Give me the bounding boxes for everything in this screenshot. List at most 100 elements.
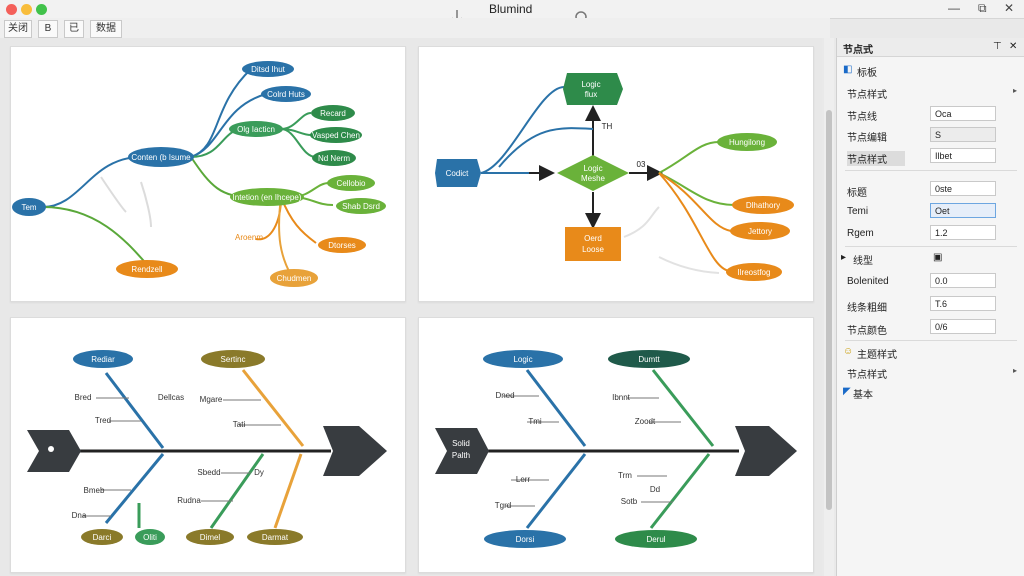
mm1-top-node-1: Ditsd Ihut bbox=[251, 65, 286, 74]
mm1-mid-child-3: Nd Nerm bbox=[318, 154, 350, 163]
section-icon: ◧ bbox=[843, 64, 853, 75]
close-window-button[interactable] bbox=[6, 4, 17, 15]
fb1-mid-label-6: Dy bbox=[254, 468, 264, 477]
fb1-bottom-mid: Oliti bbox=[143, 533, 157, 542]
mm2-right-top: Hungilong bbox=[729, 138, 765, 147]
tab-edit[interactable]: 已 bbox=[64, 20, 84, 38]
fb2-label-1: Dned bbox=[495, 391, 514, 400]
field-3[interactable]: S bbox=[930, 127, 996, 142]
expand-arrow-icon[interactable]: ▸ bbox=[1012, 366, 1017, 375]
zoom-window-button[interactable] bbox=[36, 4, 47, 15]
scrollbar-thumb[interactable] bbox=[826, 110, 832, 510]
pin-icon[interactable]: ⊤ bbox=[993, 41, 1002, 52]
fb1-mid-label-3: Tati bbox=[233, 420, 246, 429]
mm2-right-child-1: Dlhathory bbox=[746, 201, 780, 210]
fb2-r-label-5: Sotb bbox=[621, 497, 638, 506]
close-panel-icon[interactable]: ✕ bbox=[1009, 41, 1018, 52]
mm1-mid-child-1: Recard bbox=[320, 109, 346, 118]
mm2-bottom-line2: Loose bbox=[582, 245, 604, 254]
mm1-lower-left-label: Aroenm bbox=[235, 233, 263, 242]
field-9[interactable]: 0.0 bbox=[930, 273, 996, 288]
mm1-top-node-2: Colrd Huts bbox=[267, 90, 305, 99]
fb2-r-label-4: Dd bbox=[650, 485, 660, 494]
field-2[interactable]: Oca bbox=[930, 106, 996, 121]
mm1-mid-node: Olg Iacticn bbox=[237, 125, 275, 134]
canvas-area[interactable]: Tem Conten (b Isume Ditsd Ihut Colrd Hut… bbox=[0, 38, 822, 576]
line-style-icon[interactable]: ▣ bbox=[933, 252, 943, 263]
fb1-bottom-left: Darci bbox=[93, 533, 112, 542]
field-7[interactable]: 1.2 bbox=[930, 225, 996, 240]
tab-data[interactable]: 数据 bbox=[90, 20, 122, 38]
minimize-button[interactable]: — bbox=[948, 1, 960, 15]
separator bbox=[845, 246, 1017, 247]
properties-sidebar: 节点式 ⊤ ✕ ◧ 标板 节点样式 ▸ 节点线 Oca 节点编辑 S 节点样式 … bbox=[836, 38, 1024, 576]
basic-icon: ◤ bbox=[843, 386, 851, 397]
mm2-bottom-line1: Oerd bbox=[584, 234, 602, 243]
field-10[interactable]: T.6 bbox=[930, 296, 996, 311]
tab-b[interactable]: B bbox=[38, 20, 58, 38]
separator bbox=[845, 340, 1017, 341]
field-5[interactable]: 0ste bbox=[930, 181, 996, 196]
mm1-root-label: Tem bbox=[21, 203, 36, 212]
row-label-3: 节点编辑 bbox=[847, 133, 887, 144]
row-label-8: 线型 bbox=[853, 256, 873, 267]
separator bbox=[845, 170, 1017, 171]
fb1-label-3: Bmeb bbox=[84, 486, 105, 495]
fb2-label-3: Lerr bbox=[516, 475, 531, 484]
row-label-1: 节点样式 bbox=[847, 90, 887, 101]
fb1-label-4: Dna bbox=[72, 511, 87, 520]
fb2-bottom-left: Dorsi bbox=[516, 535, 535, 544]
fb2-top-left: Logic bbox=[513, 355, 532, 364]
row-label-2: 节点线 bbox=[847, 112, 877, 123]
fishbone-panel-2[interactable]: Solid Palth Logic Dumtt Dorsi Derul Dned… bbox=[418, 317, 814, 573]
fb2-head-line1: Solid bbox=[452, 439, 470, 448]
field-4[interactable]: Ilbet bbox=[930, 148, 996, 163]
row-label-5: 标题 bbox=[847, 188, 867, 199]
restore-button[interactable]: ⧉ bbox=[978, 1, 987, 15]
fb1-mid-label-5: Rudna bbox=[177, 496, 201, 505]
mm2-center-line1: Logic bbox=[583, 164, 602, 173]
fb2-label-4: Tgrd bbox=[495, 501, 511, 510]
collapse-arrow-icon[interactable]: ▸ bbox=[841, 252, 847, 263]
tab-bar: 关闭 B 已 数据 bbox=[0, 18, 830, 38]
mm2-right-child-3: Ilreostfog bbox=[738, 268, 771, 277]
fb1-bottom-right: Darmat bbox=[262, 533, 289, 542]
field-6[interactable]: Oet bbox=[930, 203, 996, 218]
sidebar-header: 节点式 ⊤ ✕ bbox=[837, 38, 1024, 57]
row-label-9: Bolenited bbox=[847, 276, 889, 287]
fb1-mid-label-1: Dellcas bbox=[158, 393, 184, 402]
row-label-10: 线条粗细 bbox=[847, 303, 887, 314]
fb1-top-right: Sertinc bbox=[221, 355, 246, 364]
fishbone-panel-1[interactable]: Rediar Sertinc Darci Oliti Dimel Darmat … bbox=[10, 317, 406, 573]
minimize-window-button[interactable] bbox=[21, 4, 32, 15]
sidebar-title: 节点式 bbox=[843, 45, 873, 56]
section-label: 标板 bbox=[857, 68, 877, 79]
mindmap-panel-2[interactable]: Codict Logic flux Logic Meshe Oerd Loose… bbox=[418, 46, 814, 302]
row-label-11: 节点颜色 bbox=[847, 326, 887, 337]
fb1-label-2: Tred bbox=[95, 416, 111, 425]
vertical-scrollbar[interactable] bbox=[824, 38, 834, 576]
fb1-bottom-mid2: Dimel bbox=[200, 533, 221, 542]
fb2-top-right: Dumtt bbox=[638, 355, 660, 364]
fb2-r-label-1: Ibnnt bbox=[612, 393, 631, 402]
row-label-4: 节点样式 bbox=[847, 151, 905, 166]
fishbone-2: Solid Palth Logic Dumtt Dorsi Derul Dned… bbox=[435, 350, 797, 548]
fb1-top-left: Rediar bbox=[91, 355, 115, 364]
theme-icon: ☺ bbox=[843, 346, 854, 357]
fb2-head-line2: Palth bbox=[452, 451, 470, 460]
fishbone-1: Rediar Sertinc Darci Oliti Dimel Darmat … bbox=[27, 350, 387, 545]
mindmap-panel-1[interactable]: Tem Conten (b Isume Ditsd Ihut Colrd Hut… bbox=[10, 46, 406, 302]
mm2-left-label: Codict bbox=[446, 169, 469, 178]
mm1-lower-bottom: Chudmen bbox=[277, 274, 312, 283]
mm1-lower-child-3: Dtorses bbox=[328, 241, 356, 250]
row-label-7: Rgem bbox=[847, 228, 874, 239]
row-label-6: Temi bbox=[847, 206, 869, 217]
mm2-label-03: 03 bbox=[637, 160, 646, 169]
fb2-r-label-3: Trm bbox=[618, 471, 632, 480]
mm2-right-child-2: Jettory bbox=[748, 227, 772, 236]
tab-close[interactable]: 关闭 bbox=[4, 20, 32, 38]
close-button[interactable]: ✕ bbox=[1004, 1, 1015, 15]
mm1-orange-node: Rendzell bbox=[131, 265, 162, 274]
expand-arrow-icon[interactable]: ▸ bbox=[1012, 86, 1017, 95]
field-11[interactable]: 0/6 bbox=[930, 319, 996, 334]
